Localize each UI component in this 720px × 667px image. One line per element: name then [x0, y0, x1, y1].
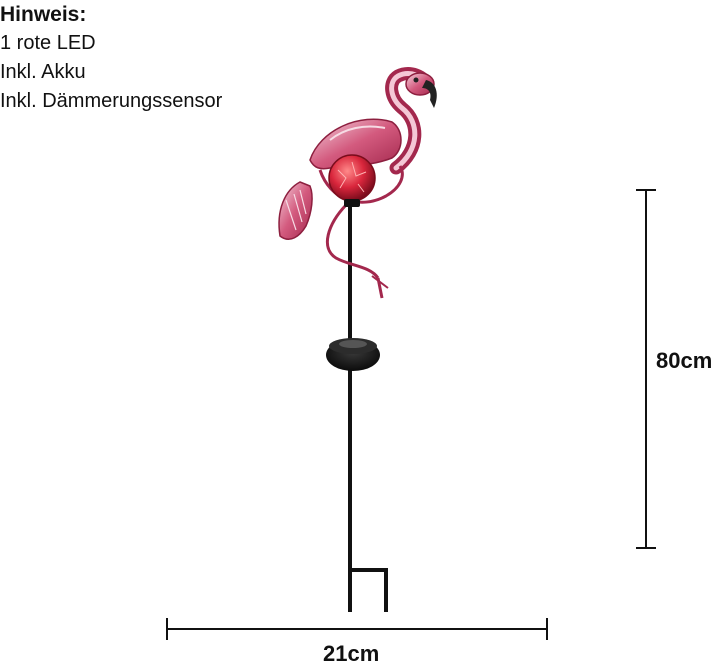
note-sensor: Inkl. Dämmerungssensor [0, 90, 223, 112]
note-battery: Inkl. Akku [0, 61, 86, 83]
flamingo-figure [278, 67, 437, 299]
note-led: 1 rote LED [0, 32, 96, 54]
width-label: 21cm [323, 641, 380, 666]
height-label: 80cm [656, 348, 713, 373]
height-dimension-line [636, 189, 656, 549]
width-dimension-line [166, 618, 548, 640]
product-notes: Hinweis: 1 rote LED Inkl. Akku Inkl. Däm… [0, 0, 222, 116]
solar-panel [326, 338, 380, 371]
notes-heading: Hinweis: [0, 3, 87, 26]
ground-stake [348, 200, 388, 612]
